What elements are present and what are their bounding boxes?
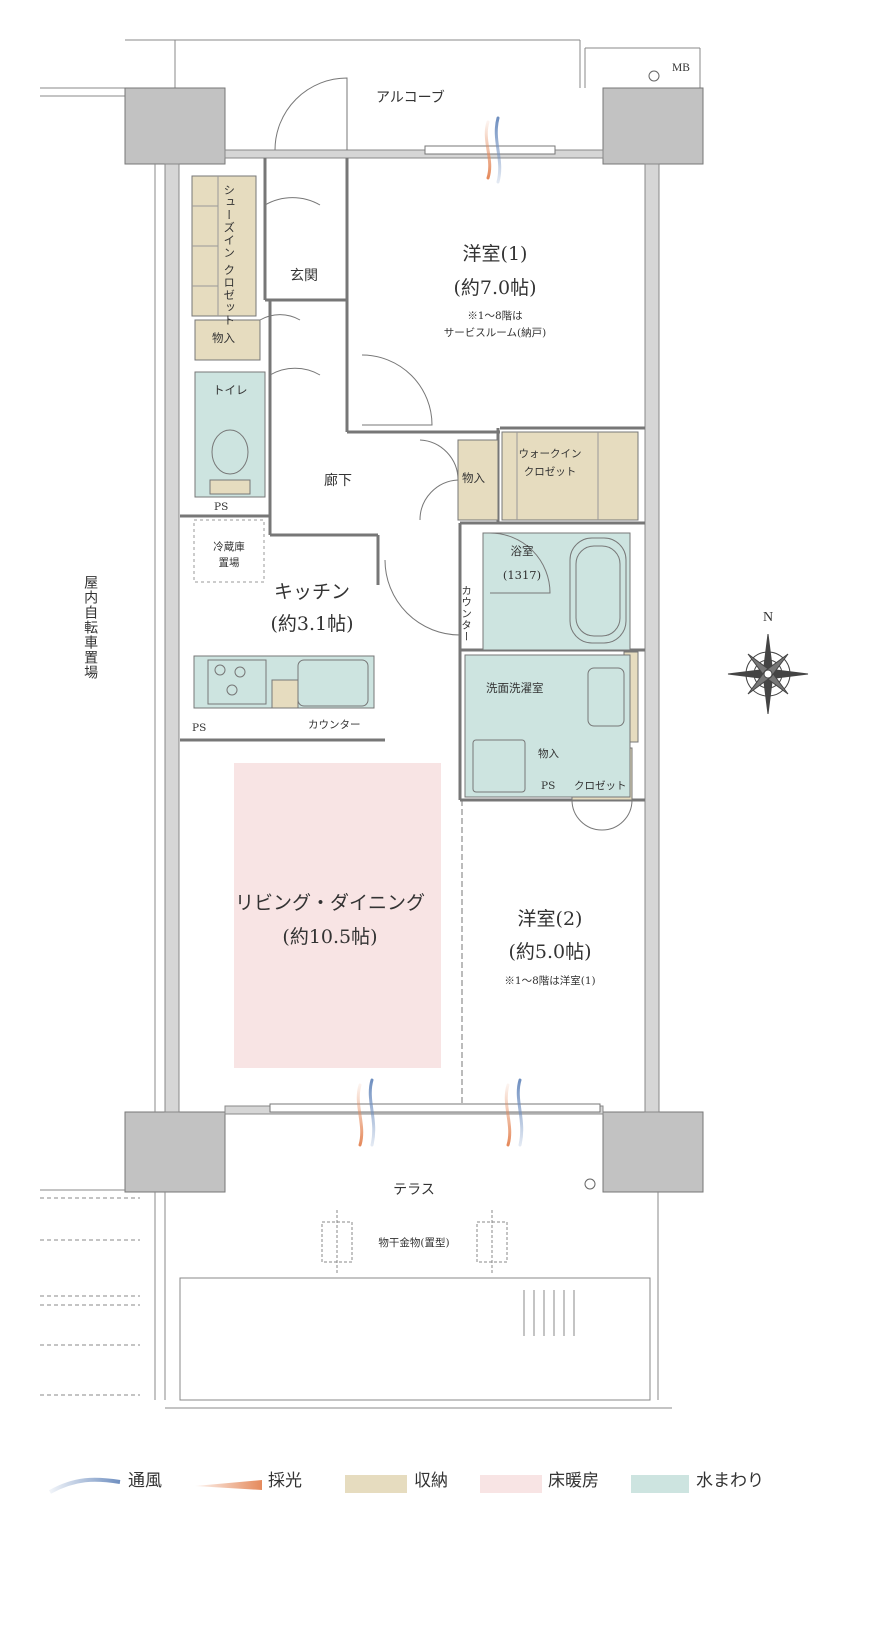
walkin-closet-label-1: ウォークイン <box>518 448 582 460</box>
bicycle-area-lines <box>40 164 156 1400</box>
toilet-fixture <box>209 429 251 495</box>
storage-entrance-label: 物入 <box>212 331 235 345</box>
bath-name: 浴室 <box>510 544 534 558</box>
legend-floor-heating-label: 床暖房 <box>548 1471 599 1491</box>
western1-note-2: サービスルーム(納戸) <box>443 327 547 339</box>
toilet-label: トイレ <box>213 383 248 397</box>
kitchen-fixtures <box>207 659 369 709</box>
legend-wet-area-label: 水まわり <box>696 1471 764 1491</box>
western2-name: 洋室(2) <box>517 908 583 930</box>
terrace-label: テラス <box>393 1182 435 1198</box>
bicycle-parking-label: 屋内自転車置場 <box>82 575 99 680</box>
mb-label: MB <box>672 62 690 74</box>
legend-daylight-swatch <box>195 1480 262 1490</box>
terrace-drain-icon <box>584 1178 596 1190</box>
legend-wet-area-swatch <box>631 1475 689 1493</box>
fridge-label-1: 冷蔵庫 <box>213 541 245 553</box>
north-label: N <box>762 610 774 625</box>
storage-hall-label: 物入 <box>462 471 485 485</box>
legend-storage-swatch <box>345 1475 407 1493</box>
structural-columns <box>124 87 704 1193</box>
western2-note: ※1～8階は洋室(1) <box>504 975 596 987</box>
living-name: リビング・ダイニング <box>234 892 426 914</box>
shoe-closet-label: シューズイン クロゼット <box>222 184 237 327</box>
entrance-label: 玄関 <box>290 268 318 284</box>
mb-meter-icon <box>648 70 660 82</box>
ps-toilet-label: PS <box>214 501 229 513</box>
living-size: (約10.5帖) <box>282 926 378 948</box>
counter-vertical-label: カウンター <box>460 585 473 643</box>
western1-note-1: ※1～8階は <box>467 310 523 322</box>
walkin-closet-label-2: クロゼット <box>523 466 577 478</box>
bathtub-fixture <box>569 537 627 644</box>
kitchen-size: (約3.1帖) <box>270 613 354 635</box>
hallway-label: 廊下 <box>324 473 352 489</box>
clothes-hanger-label: 物干金物(置型) <box>378 1237 450 1249</box>
counter-kitchen-label: カウンター <box>308 719 361 731</box>
alcove-label: アルコーブ <box>376 90 445 106</box>
floor-heating-area <box>234 763 441 1068</box>
door-swings <box>259 77 633 831</box>
shoe-closet-shelves <box>192 176 599 520</box>
alcove-outline <box>40 39 701 97</box>
compass-rose-icon <box>727 633 809 715</box>
closet-label: クロゼット <box>574 780 627 792</box>
ps-wash-label: PS <box>541 780 556 792</box>
clothes-hanger-stands <box>321 1210 508 1274</box>
western1-size: (約7.0帖) <box>453 277 537 299</box>
airflow-arrows <box>356 116 524 1147</box>
wash-fixtures <box>472 667 625 793</box>
kitchen-name: キッチン <box>273 581 351 603</box>
fridge-label-2: 置場 <box>218 557 240 569</box>
legend-floor-heating-swatch <box>480 1475 542 1493</box>
drain-grate <box>523 1290 575 1336</box>
terrace-outline <box>164 1192 672 1409</box>
legend-ventilation-label: 通風 <box>128 1471 162 1491</box>
western2-size: (約5.0帖) <box>508 941 592 963</box>
legend-ventilation-swatch <box>49 1477 121 1494</box>
legend-swatches <box>49 1475 689 1494</box>
bath-size: (1317) <box>502 568 542 582</box>
storage-wash-label: 物入 <box>538 748 559 760</box>
ps-kitchen-label: PS <box>192 722 207 734</box>
legend-daylight-label: 採光 <box>268 1471 302 1491</box>
legend-storage-label: 収納 <box>414 1471 448 1491</box>
western1-name: 洋室(1) <box>462 243 528 265</box>
washroom-label: 洗面洗濯室 <box>486 681 544 695</box>
